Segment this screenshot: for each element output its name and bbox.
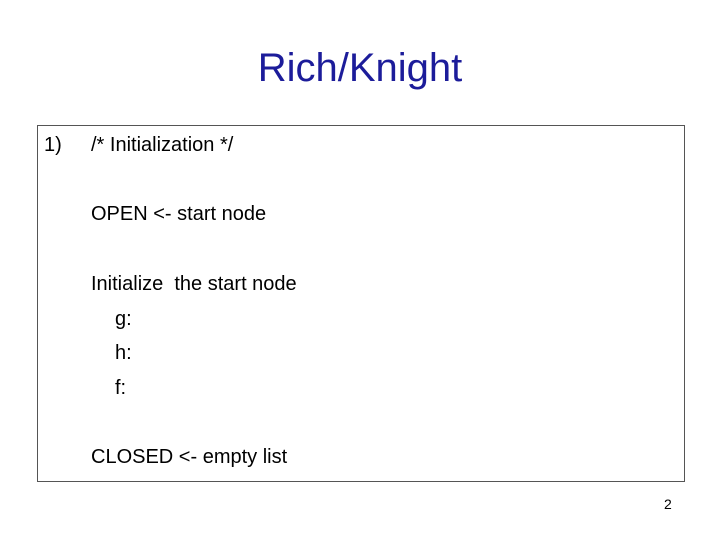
step-number: 1) xyxy=(44,134,62,156)
slide-title: Rich/Knight xyxy=(257,46,463,90)
g-value-line: g: xyxy=(115,308,132,330)
h-value-line: h: xyxy=(115,342,132,364)
page-number: 2 xyxy=(664,496,672,512)
initialize-start-node-line: Initialize the start node xyxy=(91,273,297,295)
open-list-line: OPEN <- start node xyxy=(91,203,267,225)
closed-list-line: CLOSED <- empty list xyxy=(91,446,288,468)
f-value-line: f: xyxy=(115,377,127,399)
algorithm-box xyxy=(37,125,685,482)
initialization-comment: /* Initialization */ xyxy=(91,134,234,156)
